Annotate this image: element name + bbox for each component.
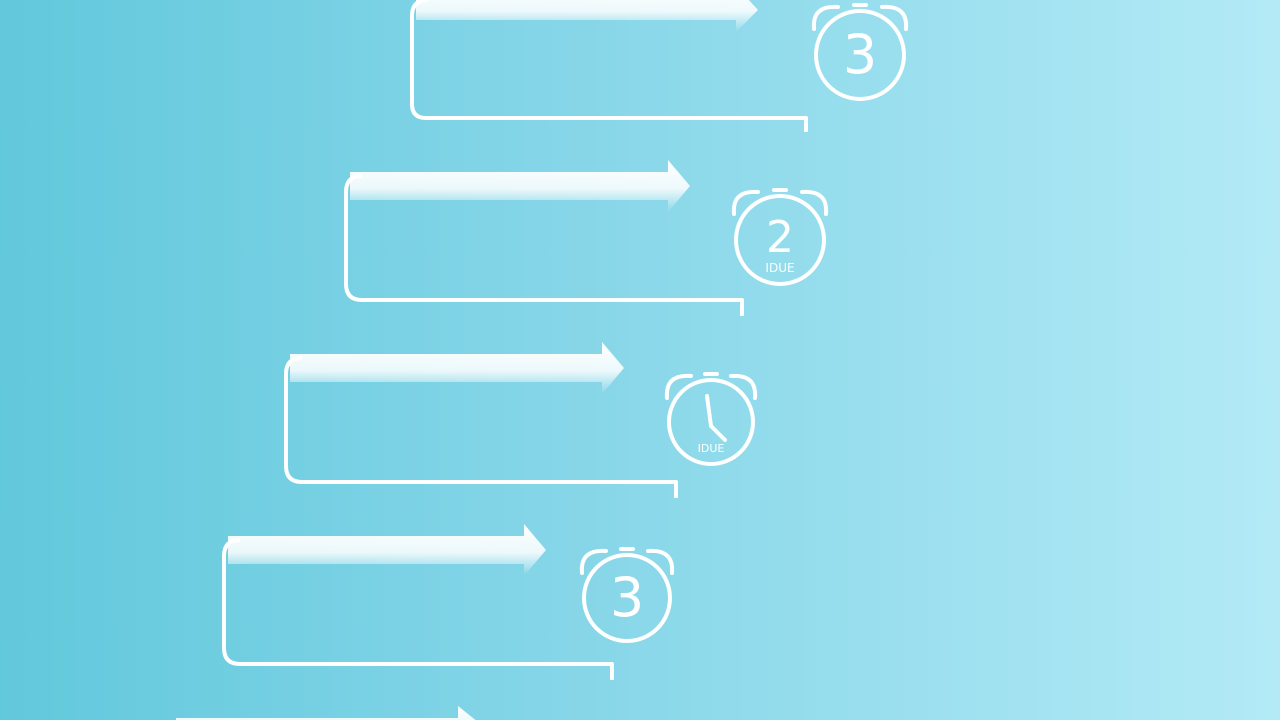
step-3-alarm-clock-icon: IDUE xyxy=(664,372,758,466)
step-2: 2 IDUE xyxy=(344,160,829,332)
step-2-alarm-clock-icon: 2 IDUE xyxy=(731,188,829,286)
step-3-bracket xyxy=(284,342,678,514)
step-5-arrow-icon xyxy=(176,706,476,720)
step-4-alarm-clock-icon: 3 xyxy=(579,547,675,643)
step-2-label: 2 xyxy=(766,212,794,263)
step-5 xyxy=(176,706,476,720)
step-2-bracket xyxy=(344,160,744,332)
step-4-arrow-icon xyxy=(228,524,546,576)
step-3-sublabel: IDUE xyxy=(698,442,725,455)
step-1-arrow-icon xyxy=(416,0,758,32)
step-1: 3 xyxy=(410,0,909,148)
step-1-bracket xyxy=(410,0,808,148)
step-4-label: 3 xyxy=(610,566,644,629)
step-2-arrow-icon xyxy=(350,160,690,212)
step-2-sublabel: IDUE xyxy=(765,261,794,275)
step-3-arrow-icon xyxy=(290,342,624,394)
step-3: IDUE xyxy=(284,342,758,514)
step-1-label: 3 xyxy=(843,23,877,86)
step-1-alarm-clock-icon: 3 xyxy=(811,3,909,101)
step-4-bracket xyxy=(222,524,614,696)
step-4: 3 xyxy=(222,524,675,696)
step-3-clock-hands-icon xyxy=(705,394,727,442)
